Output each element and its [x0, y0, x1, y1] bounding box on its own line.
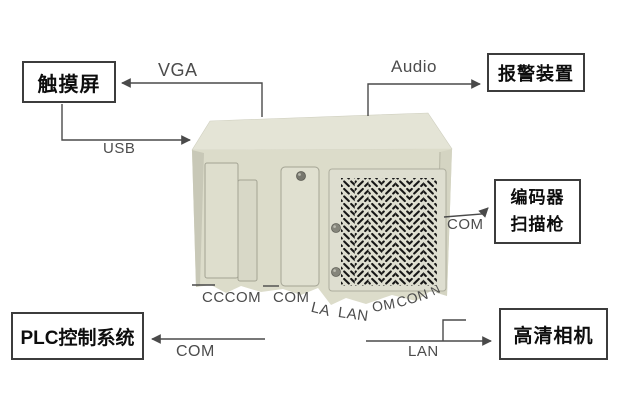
port-label-com: COM: [273, 289, 310, 306]
wire-com-encoder: [443, 207, 489, 218]
node-plc-label: PLC控制系统: [20, 327, 135, 349]
node-encoder-label-line2: 扫描枪: [510, 214, 565, 234]
machine-left-edge-face: [192, 150, 204, 287]
vent-screw-top: [331, 223, 341, 233]
node-alarm-label: 报警装置: [498, 63, 574, 84]
port-label-cccom: CCCOM: [202, 289, 262, 306]
wire-label-com-encoder: COM: [447, 216, 484, 233]
machine-chassis: [191, 112, 453, 305]
vent-grille-slats: [341, 178, 437, 286]
node-encoder-scanner: 编码器 扫描枪: [494, 179, 581, 244]
vent-screw-bottom: [331, 267, 341, 277]
wire-label-lan-camera: LAN: [408, 343, 439, 360]
wire-label-com-plc: COM: [176, 343, 215, 360]
wire-audio: [367, 79, 481, 116]
drive-bay-panel-left: [204, 162, 239, 279]
machine-top-face: [191, 112, 453, 151]
wire-lan-elbow: [442, 319, 466, 341]
node-plc-system: PLC控制系统: [11, 312, 144, 360]
wire-vga: [121, 78, 263, 117]
node-alarm-device: 报警装置: [487, 53, 585, 92]
door-screw-highlight: [298, 173, 301, 176]
node-encoder-label-line1: 编码器: [510, 188, 565, 208]
wire-label-vga: VGA: [158, 60, 198, 80]
door-screw: [296, 171, 306, 181]
drive-bay-panel-small: [237, 179, 258, 282]
node-touchscreen: 触摸屏: [22, 61, 116, 103]
vent-screw-bottom-highlight: [333, 269, 336, 272]
node-camera-label: 高清相机: [513, 325, 594, 347]
connector-wires: [61, 78, 492, 346]
node-hd-camera: 高清相机: [499, 308, 608, 360]
wire-label-audio: Audio: [391, 57, 437, 76]
front-door-panel: [280, 166, 320, 287]
node-touchscreen-label: 触摸屏: [37, 73, 101, 96]
vent-screw-top-highlight: [333, 225, 336, 228]
wire-usb: [61, 104, 191, 145]
wire-label-usb: USB: [103, 140, 136, 157]
